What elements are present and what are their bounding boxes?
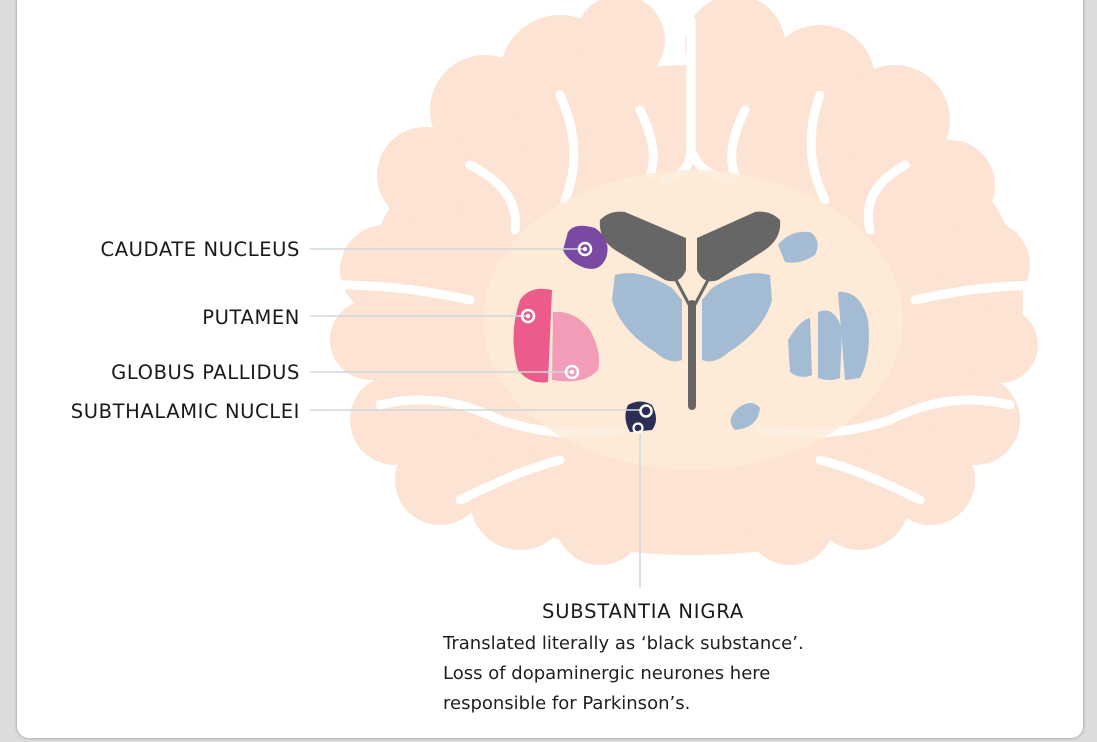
putamen <box>513 289 552 383</box>
substantia-nigra-title: SUBSTANTIA NIGRA <box>443 600 843 623</box>
label-subthalamic-nuclei: SUBTHALAMIC NUCLEI <box>71 400 300 423</box>
substantia-nigra-desc-line-2: Loss of dopaminergic neurones here <box>443 659 903 689</box>
label-putamen: PUTAMEN <box>202 306 300 329</box>
substantia-nigra-desc-line-1: Translated literally as ‘black substance… <box>443 629 903 659</box>
label-globus-pallidus: GLOBUS PALLIDUS <box>111 361 300 384</box>
substantia-nigra-annotation: SUBSTANTIA NIGRA Translated literally as… <box>443 600 903 719</box>
substantia-nigra-desc-line-3: responsible for Parkinson’s. <box>443 689 903 719</box>
label-caudate-nucleus: CAUDATE NUCLEUS <box>101 238 300 261</box>
subthalamic-nuclei <box>625 402 656 433</box>
